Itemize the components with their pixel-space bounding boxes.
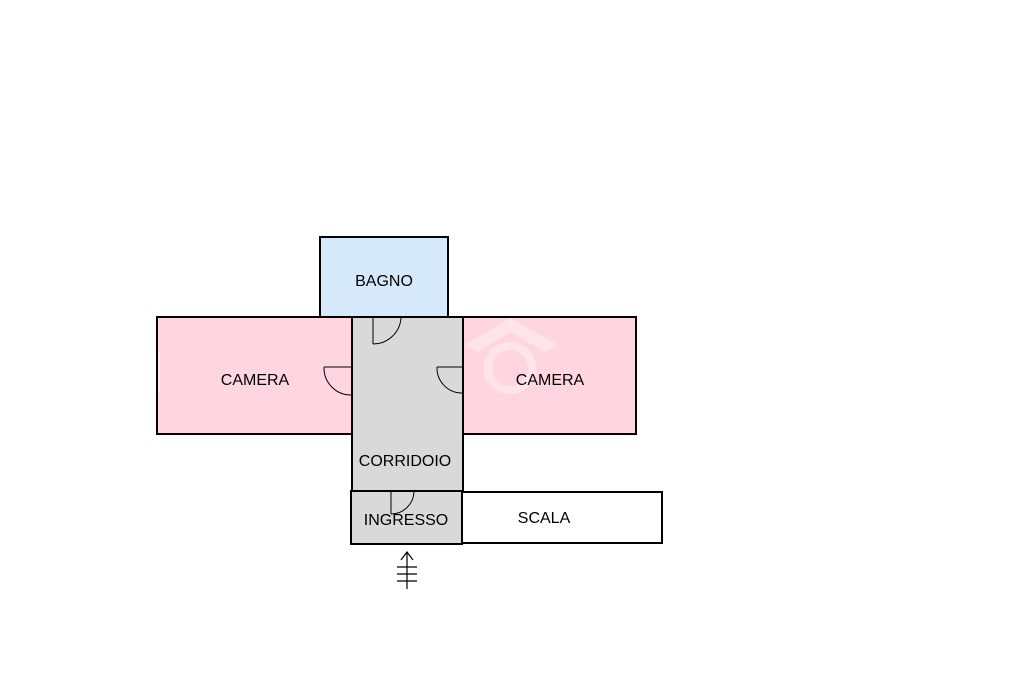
- label-corridoio: CORRIDOIO: [359, 453, 451, 470]
- house-watermark-icon: [465, 318, 558, 394]
- room-bagno: [319, 236, 449, 318]
- room-ingresso: [350, 490, 463, 545]
- entrance-arrow-icon: [397, 551, 417, 589]
- room-camera-right: [462, 316, 637, 435]
- room-corridoio: [351, 316, 464, 492]
- label-camera-right: CAMERA: [516, 372, 585, 389]
- room-camera-left: [156, 316, 353, 435]
- label-bagno: BAGNO: [355, 273, 413, 290]
- door-ingresso: [390, 491, 415, 515]
- door-bagno: [372, 317, 402, 345]
- door-camera-right: [436, 366, 463, 394]
- label-scala: SCALA: [518, 510, 571, 527]
- room-scala: [461, 491, 663, 544]
- label-ingresso: INGRESSO: [364, 512, 448, 529]
- door-camera-left: [323, 366, 352, 396]
- label-camera-left: CAMERA: [221, 372, 290, 389]
